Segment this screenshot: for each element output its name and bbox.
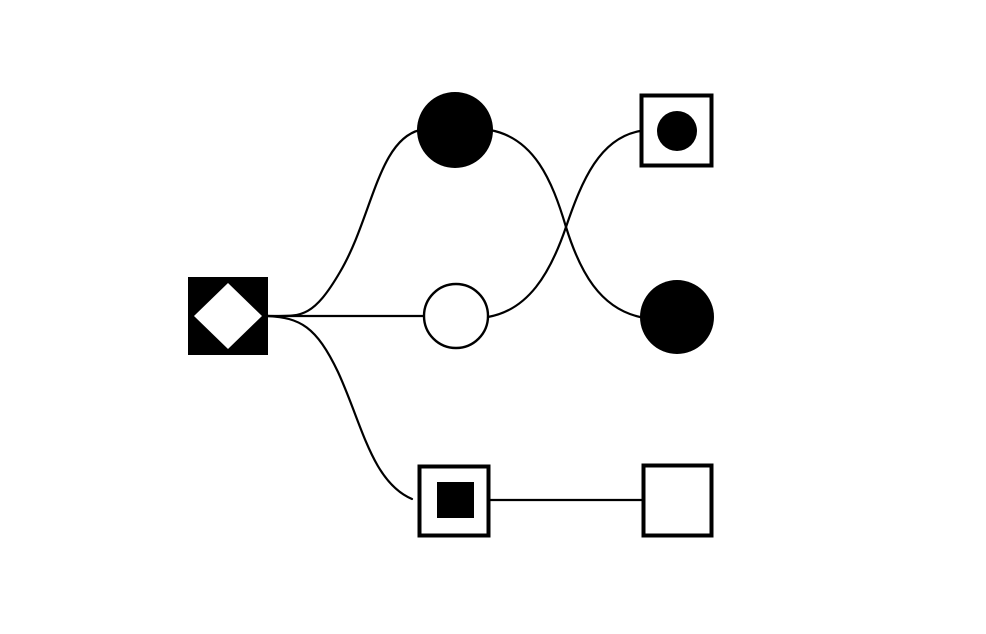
edge-root-to-boxed-square[interactable] <box>266 314 414 501</box>
node-boxed-filled-square[interactable] <box>417 464 491 538</box>
node-root-diamond[interactable] <box>188 277 268 355</box>
node-right-filled-circle[interactable] <box>640 280 714 354</box>
diamond-icon <box>194 283 262 349</box>
node-boxed-small-circle[interactable] <box>639 93 714 168</box>
small-filled-circle-icon <box>657 111 697 151</box>
small-filled-square-icon <box>437 482 474 518</box>
terminal-tail-layer <box>713 129 793 502</box>
node-middle-hollow-circle[interactable] <box>422 282 490 350</box>
edge-hollow-circle-to-boxed-circle[interactable] <box>486 129 642 319</box>
node-top-filled-circle[interactable] <box>417 92 493 168</box>
node-empty-box[interactable] <box>641 463 714 538</box>
node-layer <box>188 92 714 538</box>
edge-layer <box>266 128 644 502</box>
